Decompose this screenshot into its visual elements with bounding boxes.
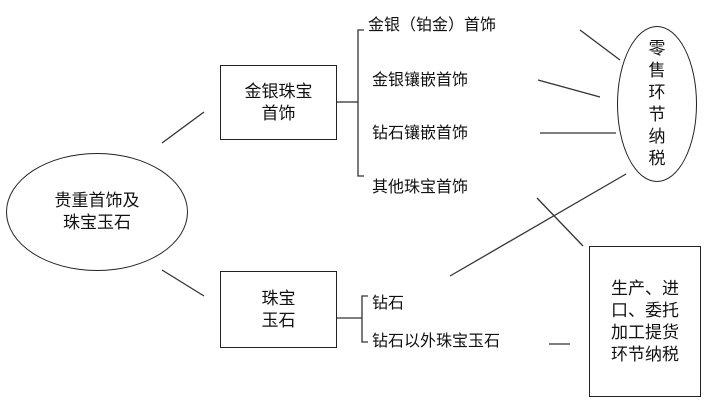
root-node-line-1: 贵重首饰及	[54, 191, 140, 211]
connector-diamond-retail	[449, 173, 627, 277]
bracket-gem-items	[361, 295, 368, 343]
gold-jewelry-box: 金银珠宝 首饰	[220, 65, 337, 140]
item-other-gems: 钻石以外珠宝玉石	[372, 331, 501, 350]
production-tax-line-1: 生产、进	[611, 278, 679, 299]
connector-root-gems	[161, 269, 205, 297]
item-gold-platinum: 金银（铂金）首饰	[368, 15, 497, 34]
production-tax-line-3: 加工提货	[611, 322, 679, 343]
root-node-line-2: 珠宝玉石	[63, 213, 131, 233]
item-diamond-inlaid: 钻石镶嵌首饰	[372, 123, 469, 142]
gems-box: 珠宝 玉石	[220, 271, 337, 348]
gold-jewelry-line-1: 金银珠宝	[244, 81, 313, 102]
production-tax-box: 生产、进 口、委托 加工提货 环节纳税	[589, 246, 701, 397]
connector-platinum-retail	[579, 29, 621, 61]
retail-tax-char-6: 税	[648, 149, 666, 169]
connector-root-gold	[161, 111, 205, 144]
gems-line-1: 珠宝	[261, 288, 296, 309]
item-other-jewelry: 其他珠宝首饰	[372, 177, 469, 196]
retail-tax-node: 零 售 环 节 纳 税	[617, 26, 697, 182]
connector-other-production	[536, 197, 584, 247]
production-tax-line-2: 口、委托	[611, 300, 679, 321]
retail-tax-char-1: 零	[648, 39, 666, 59]
retail-tax-char-2: 售	[648, 61, 666, 81]
retail-tax-char-3: 环	[648, 83, 666, 103]
retail-tax-text: 零 售 环 节 纳 税	[649, 38, 666, 170]
gold-jewelry-line-2: 首饰	[261, 103, 296, 124]
production-tax-line-4: 环节纳税	[611, 344, 679, 365]
bracket-gold-items	[357, 29, 364, 177]
root-node: 贵重首饰及 珠宝玉石	[6, 153, 188, 271]
gems-line-2: 玉石	[261, 310, 296, 331]
item-diamond: 钻石	[372, 293, 405, 312]
connector-inlaid-retail	[537, 79, 601, 98]
retail-tax-char-4: 节	[648, 105, 666, 125]
retail-tax-char-5: 纳	[648, 127, 666, 147]
item-gold-inlaid: 金银镶嵌首饰	[372, 70, 469, 89]
